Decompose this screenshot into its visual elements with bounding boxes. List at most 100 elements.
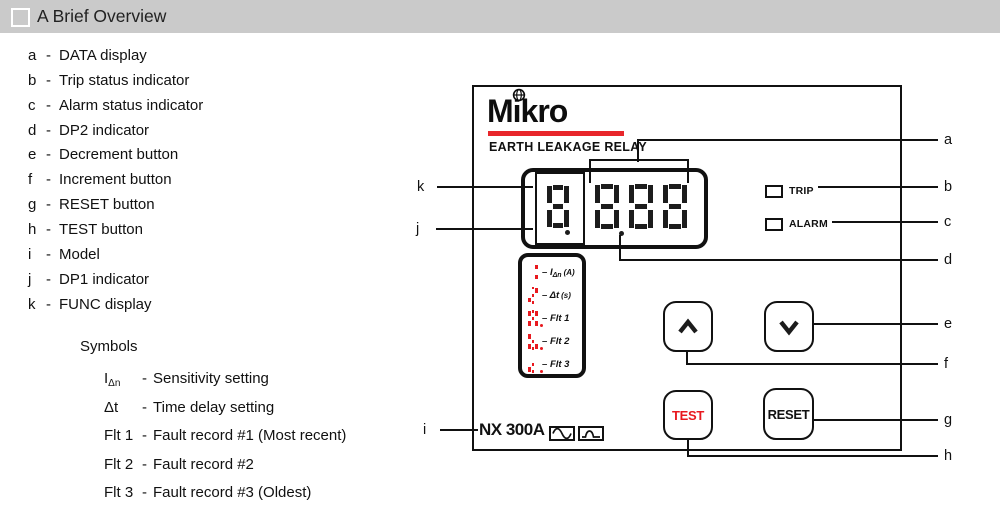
symbol-name: Flt 1 xyxy=(104,427,134,445)
overview-list-item: h-TEST button xyxy=(28,221,143,241)
seven-segment-digit xyxy=(528,333,538,351)
item-key: j xyxy=(28,270,32,288)
type-ac-waveform-icon xyxy=(549,426,575,441)
globe-icon xyxy=(512,88,526,102)
item-label: Alarm status indicator xyxy=(59,96,204,114)
item-label: Trip status indicator xyxy=(59,71,190,89)
item-label: Decrement button xyxy=(59,146,179,164)
symbol-dash: - xyxy=(142,455,147,473)
callout-letter-f: f xyxy=(944,356,949,372)
item-dash: - xyxy=(46,196,51,214)
item-dash: - xyxy=(46,245,51,263)
seven-segment-digit xyxy=(528,264,538,281)
page-title: A Brief Overview xyxy=(37,6,167,26)
legend-digit-dot xyxy=(540,370,543,374)
symbol-row: Flt 2-Fault record #2 xyxy=(104,456,254,476)
legend-row-label: – Flt 3 xyxy=(542,359,570,371)
item-key: i xyxy=(28,245,32,263)
callout-line-b xyxy=(818,186,938,188)
legend-row: – Δt(s) xyxy=(528,285,571,305)
item-label: DP1 indicator xyxy=(59,270,150,288)
increment-button[interactable] xyxy=(663,301,713,352)
overview-list-item: d-DP2 indicator xyxy=(28,122,149,142)
item-key: a xyxy=(28,47,37,64)
symbol-description: Time delay setting xyxy=(153,398,275,416)
function-legend: – IΔn(A) – Δt(s) – Flt 1 – Flt 2 – Flt 3 xyxy=(518,253,586,378)
symbol-description: Fault record #2 xyxy=(153,455,254,473)
symbol-dash: - xyxy=(142,398,147,416)
chevron-up-icon xyxy=(678,317,698,333)
test-button[interactable]: TEST xyxy=(663,390,713,440)
test-button-label: TEST xyxy=(671,407,705,423)
item-label: FUNC display xyxy=(59,295,152,313)
callout-letter-h: h xyxy=(944,448,953,464)
callout-line-j xyxy=(436,228,533,230)
overview-list-item: e-Decrement button xyxy=(28,146,178,166)
seven-segment-digit xyxy=(547,185,569,228)
item-key: g xyxy=(28,196,37,214)
trip-label: TRIP xyxy=(789,185,814,197)
alarm-label: ALARM xyxy=(789,218,828,230)
symbol-description: Fault record #1 (Most recent) xyxy=(153,427,347,445)
symbol-row: Flt 3-Fault record #3 (Oldest) xyxy=(104,484,311,504)
symbol-description: Fault record #3 (Oldest) xyxy=(153,484,312,502)
section-marker-icon xyxy=(11,8,30,27)
legend-row: – IΔn(A) xyxy=(528,262,575,282)
callout-line-d xyxy=(619,259,938,261)
overview-list-item: g-RESET button xyxy=(28,196,155,216)
item-dash: - xyxy=(46,295,51,313)
item-label: Model xyxy=(59,245,100,263)
overview-list-item: c-Alarm status indicator xyxy=(28,97,203,117)
callout-letter-e: e xyxy=(944,316,953,332)
seven-segment-digit xyxy=(528,286,538,304)
callout-line-e xyxy=(814,323,938,325)
legend-row-label: – Flt 2 xyxy=(542,336,570,348)
item-label: DP2 indicator xyxy=(59,121,150,139)
callout-line-f-vert xyxy=(686,351,688,365)
symbol-dash: - xyxy=(142,427,147,445)
symbol-dash: - xyxy=(142,484,147,502)
callout-letter-g: g xyxy=(944,412,953,428)
overview-list-item: k-FUNC display xyxy=(28,296,152,316)
overview-list-item: f-Increment button xyxy=(28,171,172,191)
decrement-button[interactable] xyxy=(764,301,814,352)
symbol-row: Flt 1-Fault record #1 (Most recent) xyxy=(104,427,346,447)
legend-row: – Flt 2 xyxy=(528,332,569,352)
callout-line-i xyxy=(440,429,478,431)
callout-line-h-vert xyxy=(687,439,689,457)
item-key: e xyxy=(28,146,37,164)
item-dash: - xyxy=(46,71,51,89)
seven-segment-digit xyxy=(528,356,538,374)
legend-row-label: – Flt 1 xyxy=(542,312,570,324)
reset-button[interactable]: RESET xyxy=(763,388,814,440)
callout-line-a-drop-left xyxy=(589,159,591,183)
overview-list-item: b-Trip status indicator xyxy=(28,72,189,92)
legend-digit-dot xyxy=(540,347,543,351)
callout-line-h xyxy=(687,455,938,457)
overview-list-item: a-DATA display xyxy=(28,47,147,67)
callout-letter-i: i xyxy=(423,422,427,438)
item-label: RESET button xyxy=(59,196,155,214)
segment-display-frame xyxy=(521,168,708,249)
symbol-row: IΔn-Sensitivity setting xyxy=(104,370,269,390)
overview-list-item: j-DP1 indicator xyxy=(28,271,149,291)
legend-digit-dot xyxy=(540,323,543,327)
dp1-indicator xyxy=(565,230,570,235)
item-key: c xyxy=(28,96,36,114)
symbol-name: Flt 3 xyxy=(104,484,134,502)
item-label: TEST button xyxy=(59,220,143,238)
overview-list-item: i-Model xyxy=(28,246,100,266)
legend-row-label: – IΔn(A) xyxy=(542,266,575,279)
item-label: DATA display xyxy=(59,47,147,64)
item-dash: - xyxy=(46,121,51,139)
item-key: k xyxy=(28,295,36,313)
callout-line-k xyxy=(437,186,533,188)
callout-letter-c: c xyxy=(944,214,952,230)
item-key: f xyxy=(28,171,33,189)
callout-line-c xyxy=(832,221,938,223)
callout-letter-d: d xyxy=(944,252,953,268)
callout-line-a-vert xyxy=(637,139,639,162)
callout-letter-j: j xyxy=(416,221,420,237)
trip-led xyxy=(765,185,783,198)
